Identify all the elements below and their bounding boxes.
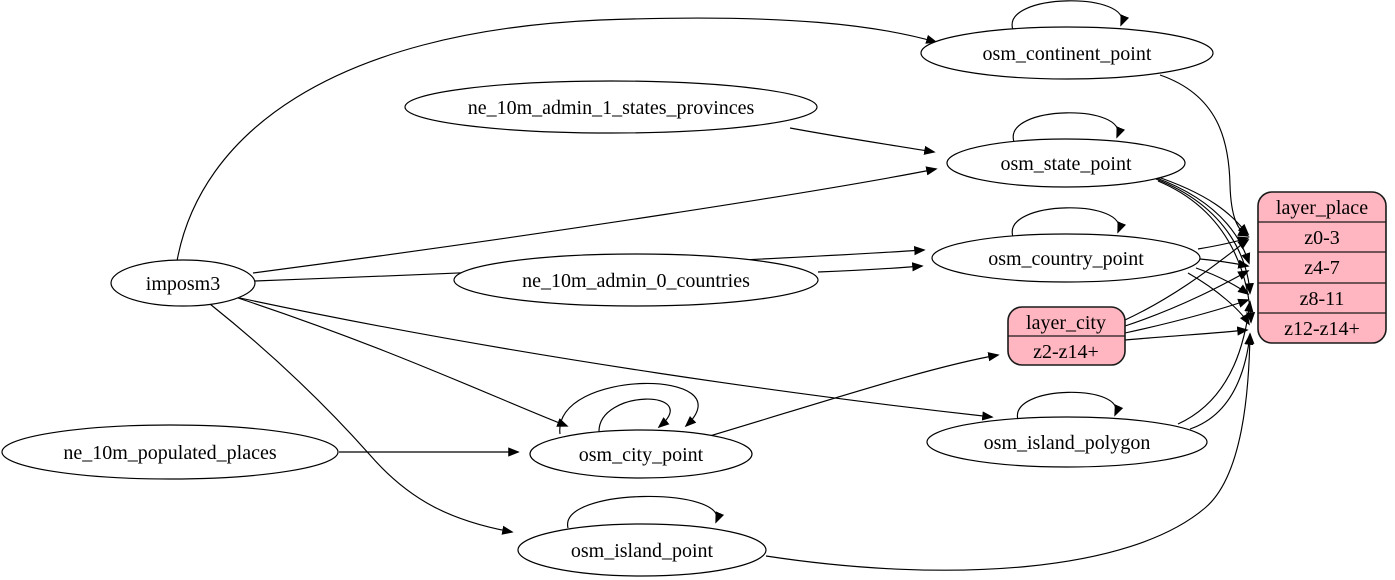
node-islandpolygon-label: osm_island_polygon	[984, 432, 1151, 454]
node-osm-island-polygon: osm_island_polygon	[926, 416, 1208, 468]
node-osm-country-point: osm_country_point	[931, 233, 1201, 283]
selfloop-state	[1012, 112, 1126, 143]
record-layer-place-row-z8-11: z8-11	[1300, 288, 1345, 310]
edge-imposm3-state	[252, 166, 938, 274]
node-ne-10m-populated-places: ne_10m_populated_places	[1, 424, 339, 480]
edge-imposm3-continent	[176, 17, 938, 262]
record-layer-place: layer_place z0-3 z4-7 z8-11 z12-z14+	[1257, 191, 1387, 344]
node-nepop-label: ne_10m_populated_places	[63, 442, 276, 464]
edge-country-z4-7	[1199, 258, 1250, 269]
edge-country-z8-11	[1195, 267, 1250, 296]
node-city-label: osm_city_point	[579, 444, 704, 466]
edge-layercity-z4-7	[1124, 270, 1250, 327]
record-layer-city: layer_city z2-z14+	[1007, 306, 1126, 366]
edge-group	[176, 0, 1256, 571]
record-layer-place-row-z12-z14: z12-z14+	[1284, 318, 1360, 340]
node-ne0-label: ne_10m_admin_0_countries	[522, 270, 750, 292]
edge-ne0-country	[817, 262, 924, 273]
node-imposm3-label: imposm3	[146, 273, 220, 295]
node-city-shape	[529, 429, 753, 479]
node-ne1-shape	[404, 80, 818, 134]
edge-ne1-state	[789, 127, 936, 155]
edge-state-z12-z14	[1157, 180, 1256, 324]
edge-country-z0-3	[1197, 236, 1250, 250]
node-ne0-shape	[453, 253, 819, 307]
edge-islandpoint-z12-z14	[765, 332, 1255, 571]
record-layer-place-title: layer_place	[1276, 197, 1368, 219]
record-layer-place-row-z0-3: z0-3	[1304, 227, 1340, 249]
node-continent-shape	[920, 26, 1214, 80]
edge-layercity-z0-3	[1124, 239, 1250, 321]
selfloop-island-polygon	[1017, 391, 1124, 421]
node-country-shape	[931, 233, 1201, 283]
node-osm-city-point: osm_city_point	[529, 429, 753, 479]
record-layer-city-row-z2-z14: z2-z14+	[1033, 341, 1099, 363]
record-layer-place-shape	[1257, 191, 1387, 344]
edge-continent-z0-3	[1159, 74, 1250, 237]
node-continent-label: osm_continent_point	[983, 43, 1152, 65]
node-nepop-shape	[1, 424, 339, 480]
selfloop-city-outer	[559, 382, 699, 435]
selfloop-country	[1011, 207, 1127, 238]
node-state-shape	[946, 138, 1186, 188]
record-layer-place-row-z4-7: z4-7	[1304, 257, 1340, 279]
edge-imposm3-island-point	[209, 303, 514, 535]
record-layer-city-title: layer_city	[1026, 312, 1106, 334]
edge-imposm3-island-polygon	[239, 297, 994, 421]
node-osm-continent-point: osm_continent_point	[920, 26, 1214, 80]
edge-imposm3-city	[234, 296, 569, 427]
edge-islandpolygon-z12-z14	[1189, 333, 1254, 430]
node-islandpoint-shape	[517, 523, 767, 577]
node-imposm3-shape	[110, 259, 256, 307]
selfloop-city-inner	[598, 398, 671, 433]
node-ne1-label: ne_10m_admin_1_states_provinces	[468, 97, 755, 119]
edge-city-layercity	[702, 352, 1000, 439]
node-ne-10m-admin-0-countries: ne_10m_admin_0_countries	[453, 253, 819, 307]
node-osm-island-point: osm_island_point	[517, 523, 767, 577]
edge-country-z12-z14	[1187, 272, 1250, 326]
edge-layercity-z8-11	[1124, 298, 1250, 334]
edge-layercity-z12-z14	[1124, 326, 1249, 341]
edge-state-z8-11	[1155, 178, 1254, 295]
edge-islandpolygon-z8-11	[1177, 300, 1254, 425]
node-islandpoint-label: osm_island_point	[571, 540, 714, 562]
node-osm-state-point: osm_state_point	[946, 138, 1186, 188]
node-islandpolygon-shape	[926, 416, 1208, 468]
node-country-label: osm_country_point	[988, 248, 1144, 270]
node-imposm3: imposm3	[110, 259, 256, 307]
edge-state-z4-7	[1153, 176, 1251, 265]
selfloop-island-point	[567, 495, 725, 529]
node-ne-10m-admin-1-states-provinces: ne_10m_admin_1_states_provinces	[404, 80, 818, 134]
edge-state-z0-3	[1151, 174, 1250, 236]
selfloop-continent	[1011, 0, 1130, 31]
node-state-label: osm_state_point	[1000, 153, 1132, 175]
